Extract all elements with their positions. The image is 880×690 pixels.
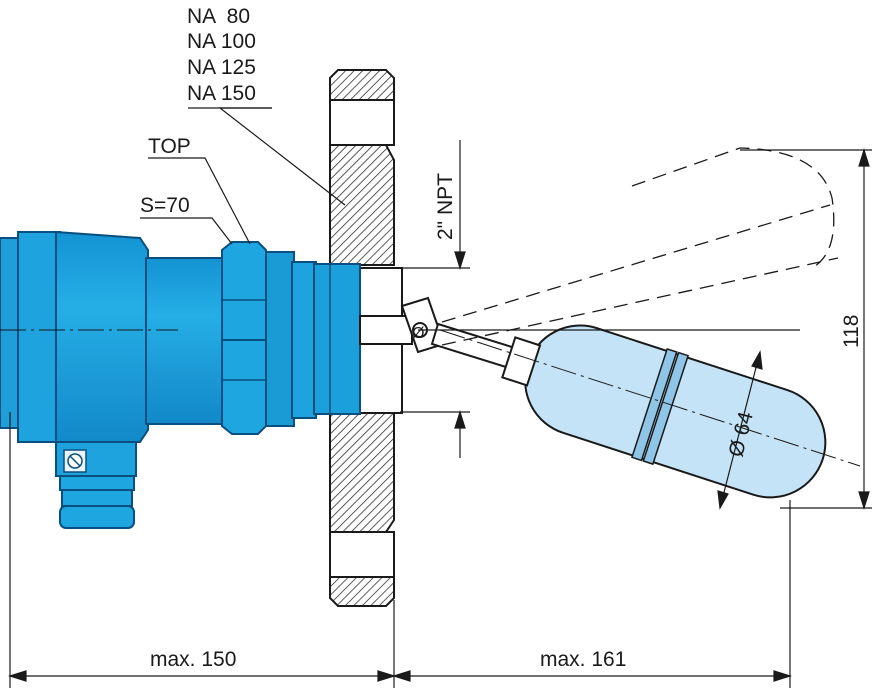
- flange-label-na100: NA 100: [187, 30, 256, 53]
- center-lines: [0, 329, 861, 467]
- top-label: TOP: [148, 135, 191, 158]
- flange-label-na80: NA 80: [187, 5, 250, 28]
- float-ball: [501, 324, 827, 499]
- dimension-lines: [7, 107, 872, 688]
- switch-housing: [0, 230, 361, 529]
- length-left-label: max. 150: [150, 648, 236, 671]
- length-right-label: max. 161: [540, 648, 626, 671]
- wrench-size-label: S=70: [140, 194, 190, 217]
- flange-label-na125: NA 125: [187, 56, 256, 79]
- float-lever: [359, 296, 530, 374]
- height-dimension-label: 118: [840, 315, 863, 348]
- thread-size-label: 2" NPT: [434, 173, 457, 240]
- pivot-symbol: Ø: [412, 325, 424, 342]
- swing-outline: [441, 147, 839, 346]
- flange-label-na150: NA 150: [187, 82, 256, 105]
